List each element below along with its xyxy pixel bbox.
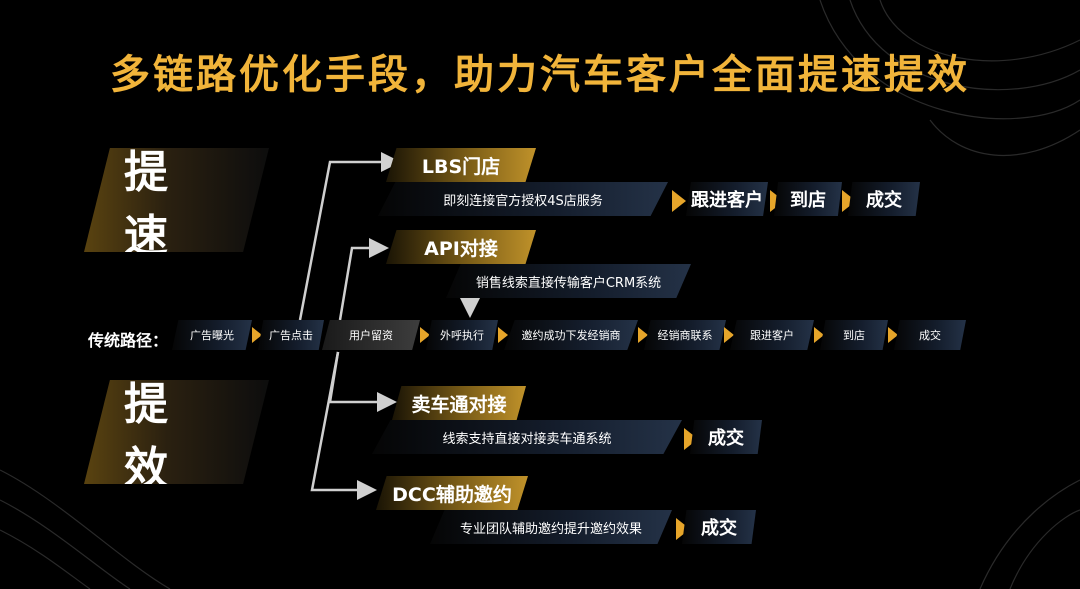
connector-to-maiche bbox=[328, 351, 397, 412]
connector-to-api bbox=[338, 238, 389, 321]
arrow-icon bbox=[252, 327, 262, 343]
lbs-step-visit: 到店 bbox=[774, 182, 842, 216]
arrow-icon bbox=[814, 327, 824, 343]
efficiency-section-label: 提效 bbox=[124, 379, 208, 494]
arrow-icon bbox=[638, 327, 648, 343]
connector-to-lbs bbox=[298, 152, 401, 321]
lbs-step-deal: 成交 bbox=[848, 182, 920, 216]
connector-to-dcc bbox=[310, 351, 377, 500]
traditional-step-3: 用户留资 bbox=[322, 320, 420, 350]
arrow-icon bbox=[888, 327, 898, 343]
lbs-branch-title: LBS门店 bbox=[386, 148, 536, 182]
api-branch-title: API对接 bbox=[386, 230, 536, 264]
maiche-branch-title: 卖车通对接 bbox=[392, 386, 526, 420]
api-branch-desc: 销售线索直接传输客户CRM系统 bbox=[446, 264, 691, 298]
page-title: 多链路优化手段，助力汽车客户全面提速提效 bbox=[110, 52, 970, 98]
lbs-branch-desc: 即刻连接官方授权4S店服务 bbox=[378, 182, 668, 216]
arrow-icon bbox=[420, 327, 430, 343]
traditional-step-6: 经销商联系 bbox=[644, 320, 726, 350]
traditional-step-4: 外呼执行 bbox=[426, 320, 498, 350]
dcc-step-deal: 成交 bbox=[682, 510, 756, 544]
traditional-step-5: 邀约成功下发经销商 bbox=[504, 320, 638, 350]
traditional-path-label: 传统路径： bbox=[88, 331, 169, 350]
traditional-step-7: 跟进客户 bbox=[730, 320, 814, 350]
efficiency-section-block: 提效 bbox=[84, 380, 269, 484]
dcc-branch-desc: 专业团队辅助邀约提升邀约效果 bbox=[430, 510, 672, 544]
speed-section-block: 提速 bbox=[84, 148, 269, 252]
traditional-step-8: 到店 bbox=[820, 320, 888, 350]
dcc-branch-title: DCC辅助邀约 bbox=[376, 476, 528, 510]
arrow-icon bbox=[498, 327, 508, 343]
arrow-icon bbox=[672, 190, 686, 212]
traditional-step-9: 成交 bbox=[894, 320, 966, 350]
maiche-step-deal: 成交 bbox=[690, 420, 762, 454]
traditional-step-1: 广告曝光 bbox=[172, 320, 252, 350]
maiche-branch-desc: 线索支持直接对接卖车通系统 bbox=[372, 420, 682, 454]
speed-section-label: 提速 bbox=[124, 147, 208, 262]
traditional-step-2: 广告点击 bbox=[258, 320, 324, 350]
lbs-step-follow: 跟进客户 bbox=[686, 182, 768, 216]
arrow-icon bbox=[724, 327, 734, 343]
